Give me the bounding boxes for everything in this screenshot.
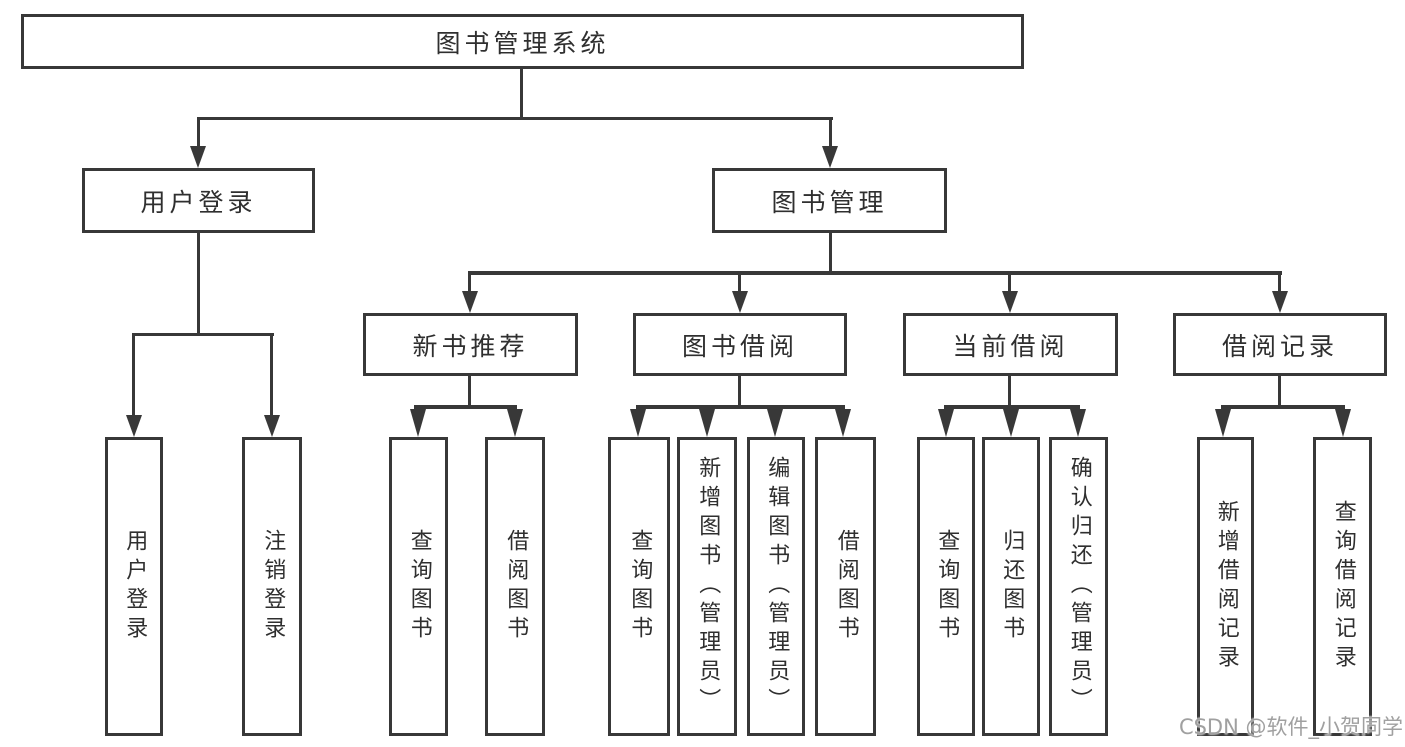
arrow-down-icon — [1002, 291, 1018, 313]
connector-line — [1278, 274, 1281, 293]
node-edit-book-admin: 编辑图书（管理员） — [747, 437, 805, 736]
connector-line — [132, 333, 274, 336]
node-label: 当前借阅 — [952, 331, 1069, 361]
connector-line — [738, 376, 741, 407]
arrow-down-icon — [1272, 291, 1288, 313]
arrow-down-icon — [410, 409, 426, 437]
watermark: CSDN @软件_小贺同学 — [1178, 715, 1403, 739]
connector-line — [738, 274, 741, 293]
node-current-borrowing: 当前借阅 — [903, 313, 1118, 376]
node-label: 确认归还（管理员） — [1066, 456, 1092, 717]
node-query-borrow-record: 查询借阅记录 — [1313, 437, 1372, 736]
node-label: 新增借阅记录 — [1213, 499, 1239, 674]
node-label: 归还图书 — [999, 528, 1025, 645]
connector-line — [414, 405, 517, 409]
node-label: 借阅记录 — [1221, 331, 1338, 361]
arrow-down-icon — [1335, 409, 1351, 437]
arrow-down-icon — [699, 409, 715, 437]
connector-line — [270, 335, 273, 418]
arrow-down-icon — [190, 146, 206, 168]
node-label: 图书管理 — [771, 187, 888, 217]
node-label: 用户登录 — [122, 528, 148, 645]
node-book-management: 图书管理 — [712, 168, 947, 233]
connector-line — [197, 119, 200, 149]
node-query-books-recommend: 查询图书 — [389, 437, 448, 736]
connector-line — [1278, 376, 1281, 407]
arrow-down-icon — [732, 291, 748, 313]
node-label: 图书管理系统 — [435, 28, 610, 58]
arrow-down-icon — [938, 409, 954, 437]
node-label: 查询借阅记录 — [1330, 499, 1356, 674]
connector-line — [197, 233, 200, 336]
arrow-down-icon — [264, 415, 280, 437]
arrow-down-icon — [835, 409, 851, 437]
node-label: 借阅图书 — [503, 528, 529, 645]
node-borrow-books-recommend: 借阅图书 — [485, 437, 545, 736]
connector-line — [520, 68, 523, 118]
node-confirm-return-admin: 确认归还（管理员） — [1049, 437, 1108, 736]
node-label: 查询图书 — [934, 528, 960, 645]
node-new-book-recommendation: 新书推荐 — [363, 313, 578, 376]
arrow-down-icon — [126, 415, 142, 437]
node-label: 查询图书 — [627, 528, 653, 645]
node-borrow-books: 借阅图书 — [815, 437, 876, 736]
arrow-down-icon — [1070, 409, 1086, 437]
node-add-book-admin: 新增图书（管理员） — [677, 437, 737, 736]
connector-line — [944, 405, 1080, 409]
node-borrowing-records: 借阅记录 — [1173, 313, 1387, 376]
node-label: 查询图书 — [406, 528, 432, 645]
node-label: 图书借阅 — [681, 331, 798, 361]
node-label: 借阅图书 — [833, 528, 859, 645]
node-book-borrowing: 图书借阅 — [633, 313, 847, 376]
node-label: 用户登录 — [140, 187, 257, 217]
arrow-down-icon — [1215, 409, 1231, 437]
node-add-borrow-record: 新增借阅记录 — [1197, 437, 1254, 736]
connector-line — [132, 335, 135, 418]
node-query-books-current: 查询图书 — [917, 437, 975, 736]
node-library-management-system: 图书管理系统 — [21, 14, 1024, 69]
connector-line — [1221, 405, 1345, 409]
node-label: 编辑图书（管理员） — [764, 456, 790, 717]
node-return-book: 归还图书 — [982, 437, 1040, 736]
node-user-login-leaf: 用户登录 — [105, 437, 163, 736]
node-query-books-borrowing: 查询图书 — [608, 437, 670, 736]
connector-line — [636, 405, 845, 409]
arrow-down-icon — [767, 409, 783, 437]
arrow-down-icon — [507, 409, 523, 437]
connector-line — [468, 274, 471, 293]
connector-line — [468, 376, 471, 407]
node-label: 新书推荐 — [412, 331, 529, 361]
connector-line — [468, 271, 1282, 275]
arrow-down-icon — [462, 291, 478, 313]
connector-line — [197, 117, 833, 120]
connector-line — [1008, 274, 1011, 293]
connector-line — [829, 119, 832, 149]
connector-line — [1008, 376, 1011, 407]
connector-line — [829, 233, 832, 273]
node-label: 注销登录 — [260, 528, 286, 645]
arrow-down-icon — [1003, 409, 1019, 437]
arrow-down-icon — [630, 409, 646, 437]
node-logout: 注销登录 — [242, 437, 302, 736]
arrow-down-icon — [822, 146, 838, 168]
node-user-login: 用户登录 — [82, 168, 315, 233]
node-label: 新增图书（管理员） — [695, 456, 721, 717]
